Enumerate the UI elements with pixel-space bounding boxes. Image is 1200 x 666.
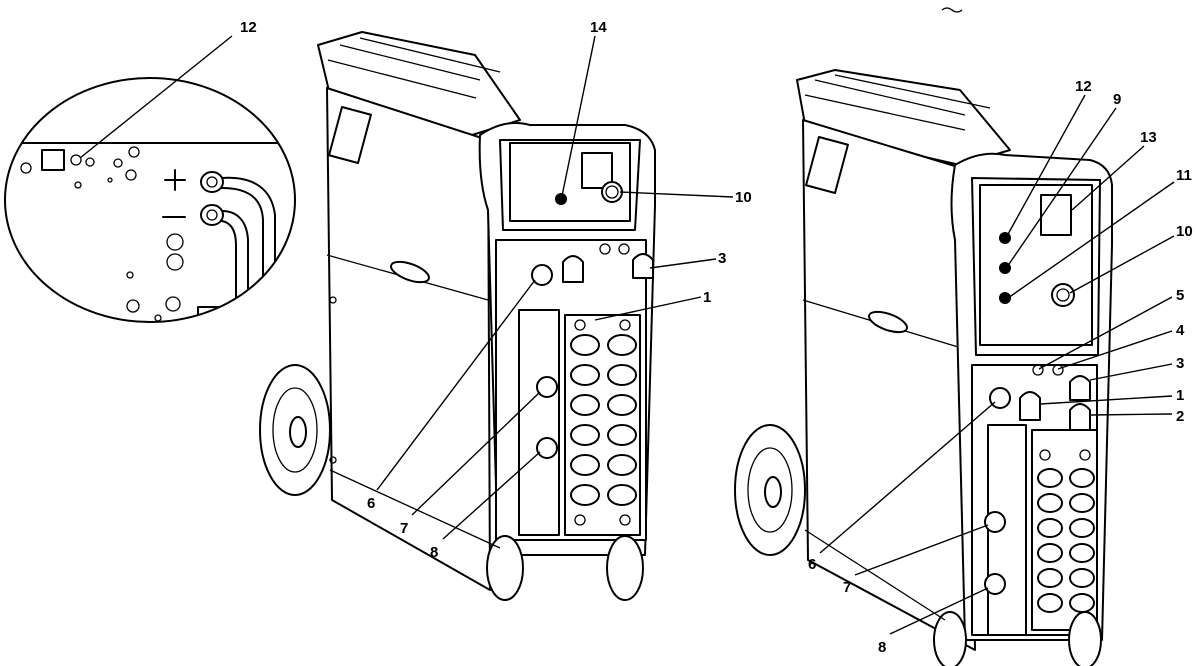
callout-left-1: 1 — [703, 289, 711, 306]
cooling-vents-left — [570, 319, 637, 526]
callout-right-13: 13 — [1140, 129, 1157, 146]
callout-left-10: 10 — [735, 189, 752, 206]
callout-right-5: 5 — [1176, 287, 1184, 304]
callout-left-6: 6 — [367, 495, 375, 512]
callout-right-1: 1 — [1176, 387, 1184, 404]
rear-panel-detail-inset — [4, 77, 296, 323]
callout-right-12: 12 — [1075, 78, 1092, 95]
welding-machine-left — [259, 31, 656, 601]
callout-left-3: 3 — [718, 250, 726, 267]
welding-machine-right — [734, 7, 1113, 666]
callout-right-3: 3 — [1176, 355, 1184, 372]
callout-right-2: 2 — [1176, 408, 1184, 425]
callout-labels: 12 14 10 3 1 6 7 8 12 9 13 11 10 5 4 3 1… — [240, 19, 1193, 656]
callout-right-11: 11 — [1176, 167, 1192, 184]
callout-right-7: 7 — [843, 579, 851, 596]
callout-inset-12: 12 — [240, 19, 257, 36]
callout-left-14: 14 — [590, 19, 607, 36]
callout-right-10: 10 — [1176, 223, 1193, 240]
leader-lines — [79, 35, 1175, 635]
callout-right-4: 4 — [1176, 322, 1185, 339]
cooling-vents-right — [1037, 449, 1095, 613]
callout-left-8: 8 — [430, 544, 438, 561]
callout-left-7: 7 — [400, 520, 408, 537]
callout-right-6: 6 — [808, 556, 816, 573]
callout-right-9: 9 — [1113, 91, 1121, 108]
callout-right-8: 8 — [878, 639, 886, 656]
